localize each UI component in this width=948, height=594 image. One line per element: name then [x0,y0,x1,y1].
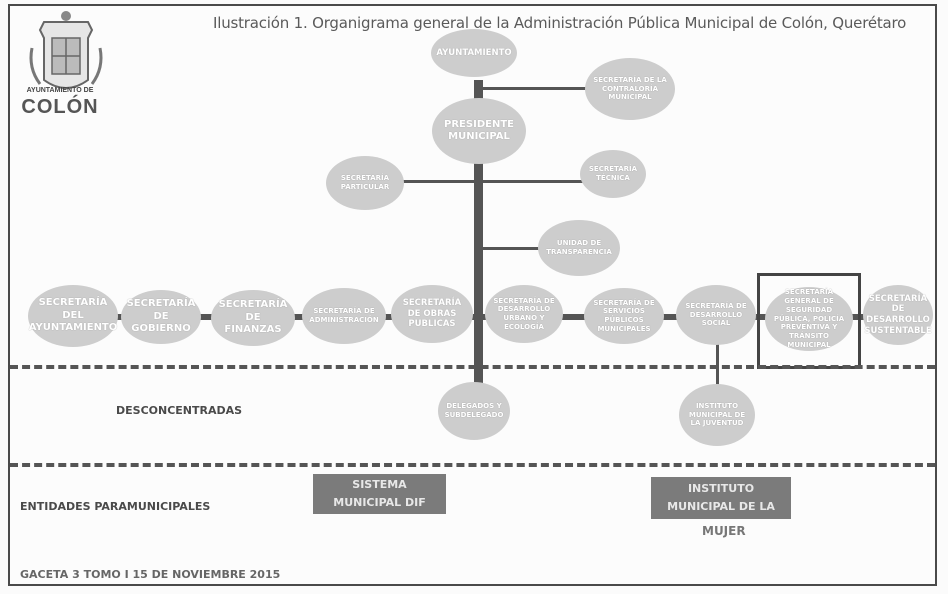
connector-transparencia [483,247,545,250]
label-paramunicipales: ENTIDADES PARAMUNICIPALES [20,500,211,513]
node-secretaria-administracion: SECRETARÍA DE ADMINISTRACIÓN [302,288,386,344]
node-particular: SECRETARÍA PARTICULAR [326,156,404,210]
node-secretaria-sustentable: SECRETARÍA DE DESARROLLO SUSTENTABLE [863,285,933,345]
node-delegados: DELEGADOS Y SUBDELEGADO [438,382,510,440]
connector-contraloria [483,87,593,90]
node-secretaria-gobierno: SECRETARÍA DE GOBIERNO [121,290,201,344]
node-presidente: PRESIDENTE MUNICIPAL [432,98,526,164]
node-juventud: INSTITUTO MUNICIPAL DE LA JUVENTUD [679,384,755,446]
node-secretaria-desarrollo-social: SECRETARÍA DE DESARROLLO SOCIAL [676,285,756,345]
logo-name: COLÓN [21,96,99,118]
node-secretaria-ayuntamiento: SECRETARÍA DEL AYUNTAMIENTO [28,285,118,347]
diagram-title: Ilustración 1. Organigrama general de la… [213,14,907,32]
coat-of-arms-logo [29,11,103,89]
separator-desconcentradas [10,365,935,369]
footer-caption: GACETA 3 TOMO I 15 DE NOVIEMBRE 2015 [20,568,281,581]
node-secretaria-finanzas: SECRETARÍA DE FINANZAS [211,290,295,346]
box-instituto-mujer: INSTITUTO MUNICIPAL DE LA [651,477,791,519]
trunk-line [474,80,483,434]
connector-particular-tecnica [390,180,590,183]
highlight-box [757,273,861,369]
node-ayuntamiento: AYUNTAMIENTO [431,29,517,77]
node-secretaria-obras: SECRETARÍA DE OBRAS PUBLICAS [391,285,473,343]
node-secretaria-seguridad: SECRETARÍA GENERAL DE SEGURIDAD PÚBLICA,… [765,287,853,351]
node-contraloria: SECRETARÍA DE LA CONTRALORÍA MUNICIPAL [585,58,675,120]
node-secretaria-servicios: SECRETARÍA DE SERVICIOS PÚBLICOS MUNICIP… [584,288,664,344]
node-tecnica: SECRETARÍA TÉCNICA [580,150,646,198]
mujer-tail-label: MUJER [702,524,746,538]
separator-paramunicipales [10,463,935,467]
node-transparencia: UNIDAD DE TRANSPARENCIA [538,220,620,276]
label-desconcentradas: DESCONCENTRADAS [116,404,243,417]
box-sistema-dif: SISTEMA MUNICIPAL DIF [313,474,446,514]
node-secretaria-desarrollo-urbano: SECRETARÍA DE DESARROLLO URBANO Y ECOLOG… [485,285,563,343]
logo-caption: AYUNTAMIENTO DE [26,87,94,94]
